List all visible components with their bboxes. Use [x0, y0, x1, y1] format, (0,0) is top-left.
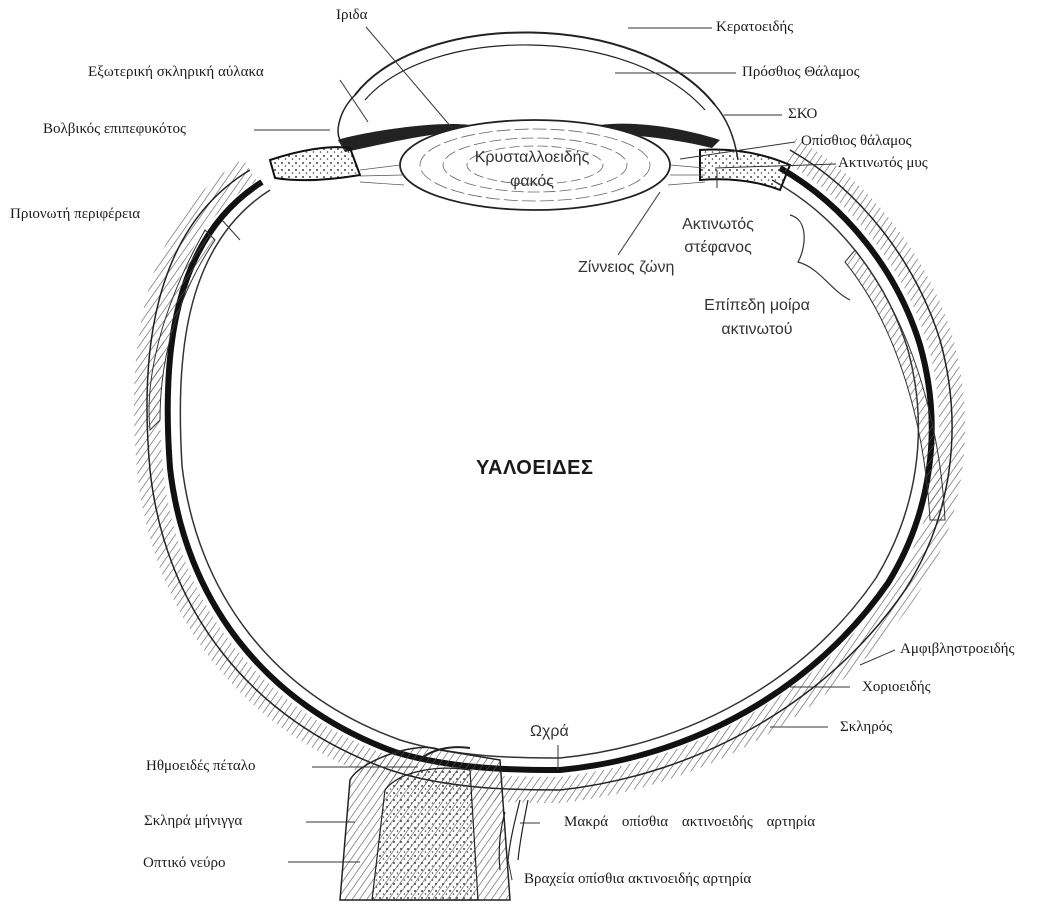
label-anterior-chamber: Πρόσθιος Θάλαμος [742, 65, 860, 80]
label-ora-serrata: Πριονωτή περιφέρεια [10, 207, 140, 222]
pars-plana-bracket [790, 215, 850, 300]
label-choroid: Χοριοειδής [862, 680, 931, 695]
label-posterior-chamber: Οπίσθιος θάλαμος [801, 134, 912, 149]
label-optic-nerve: Οπτικό νεύρο [143, 856, 225, 871]
label-sko: ΣΚΟ [788, 107, 817, 122]
label-sclera: Σκληρός [840, 720, 892, 735]
label-lens-line1: Κρυσταλλοειδής [452, 150, 612, 166]
label-lens-line2: φακός [452, 174, 612, 190]
label-bulbar-conjunctiva: Βολβικός επιπεφυκότος [43, 122, 186, 137]
label-long-ciliary-artery: Μακρά οπίσθια ακτινοειδής αρτηρία [564, 815, 815, 830]
label-pars-plana-line1: Επίπεδη μοίρα [682, 298, 832, 314]
label-lamina-cribrosa: Ηθμοειδές πέταλο [146, 759, 255, 774]
optic-nerve [340, 747, 510, 900]
label-ciliary-muscle: Ακτινωτός μυς [838, 156, 928, 171]
label-vitreous: ΥΑΛΟΕΙΔΕΣ [476, 458, 593, 478]
label-pars-plana-line2: ακτινωτού [682, 322, 832, 338]
label-macula: Ωχρά [530, 724, 569, 740]
label-retina: Αμφιβληστροειδής [900, 642, 1014, 657]
label-ciliary-crown-line2: στέφανος [668, 240, 768, 256]
label-dura-mater: Σκληρά μήνιγγα [144, 814, 242, 829]
label-cornea: Κερατοειδής [716, 20, 793, 35]
label-ciliary-crown-line1: Ακτινωτός [668, 217, 768, 233]
label-iris: Ιριδα [336, 8, 367, 23]
label-outer-scleral-sulcus: Εξωτερική σκληρική αύλακα [88, 65, 264, 80]
label-short-ciliary-artery: Βραχεία οπίσθια ακτινοειδής αρτηρία [524, 872, 751, 887]
label-zonule: Ζίννειος ζώνη [578, 260, 674, 276]
